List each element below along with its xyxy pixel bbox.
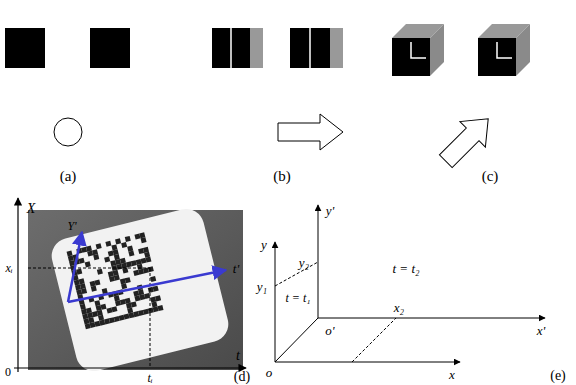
origin-label: o bbox=[266, 366, 273, 379]
axis-label: x bbox=[449, 368, 455, 381]
axis-label: t bbox=[236, 349, 240, 363]
panel-caption: (a) bbox=[60, 169, 77, 184]
axis-label: x' bbox=[537, 324, 546, 337]
coordinate-label: x₂ bbox=[394, 301, 404, 314]
panel-caption: (d) bbox=[234, 370, 250, 384]
panel-d bbox=[14, 198, 246, 375]
axis-label: Y' bbox=[67, 220, 76, 232]
coordinate-label: y₂ bbox=[299, 256, 309, 269]
origin-label: 0 bbox=[5, 366, 11, 378]
panel-caption: (c) bbox=[482, 169, 499, 184]
axis-label: y' bbox=[326, 204, 335, 217]
axis-label: y bbox=[261, 238, 267, 251]
origin-label: o' bbox=[325, 324, 334, 337]
time-label: t = t₂ bbox=[392, 262, 419, 275]
axis-label: X bbox=[27, 202, 36, 216]
panel-e bbox=[275, 205, 545, 362]
coordinate-label: tᵢ bbox=[147, 372, 152, 384]
coordinate-label: xᵢ bbox=[5, 262, 12, 274]
panel-caption: (b) bbox=[273, 169, 291, 184]
coordinate-label: y₁ bbox=[257, 280, 267, 293]
panel-b bbox=[212, 28, 343, 150]
time-label: t = t₁ bbox=[286, 292, 311, 304]
panel-caption: (e) bbox=[550, 369, 566, 383]
panel-c bbox=[392, 24, 530, 174]
panel-a bbox=[5, 28, 130, 146]
axis-label: t' bbox=[233, 262, 239, 275]
